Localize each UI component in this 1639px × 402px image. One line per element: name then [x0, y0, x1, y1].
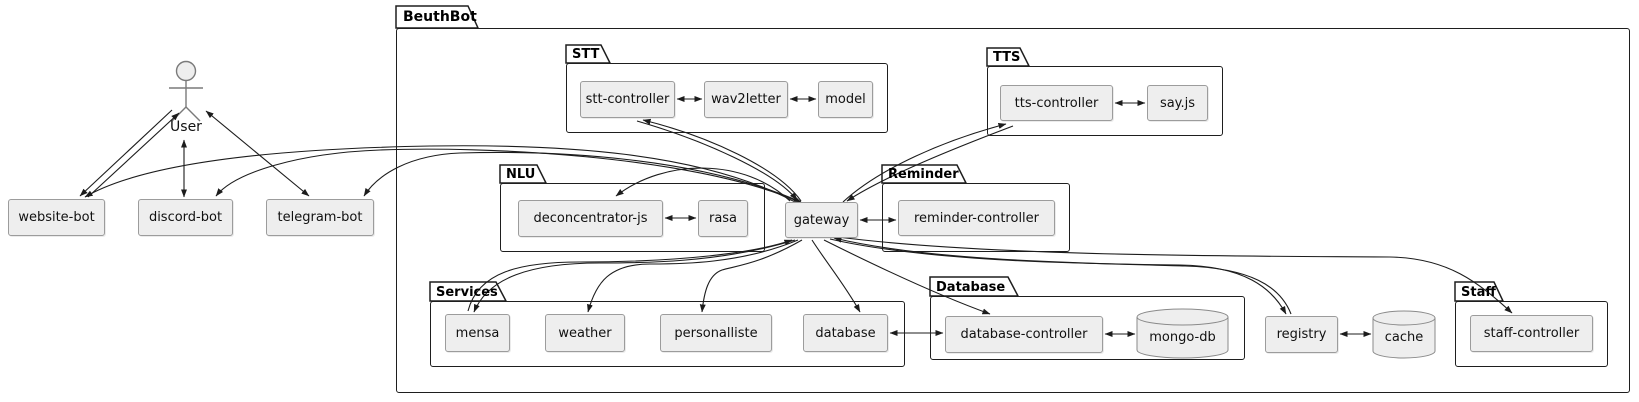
- node-telegram-bot: telegram-bot: [266, 199, 374, 236]
- node-model: model: [818, 81, 873, 118]
- package-label-beuthbot: BeuthBot: [403, 9, 477, 25]
- package-label-nlu: NLU: [506, 167, 536, 182]
- edges-gateway-backends: [467, 236, 1513, 315]
- edges-gateway-speech: [615, 118, 1014, 203]
- node-website-bot: website-bot: [8, 199, 105, 236]
- package-frame-stt: [566, 63, 888, 133]
- tab-reminder: [881, 164, 968, 184]
- user-actor-icon: [169, 60, 203, 122]
- package-frame-nlu: [500, 183, 765, 252]
- node-reminder-controller: reminder-controller: [898, 200, 1055, 236]
- mongo-db-cylinder: [1136, 308, 1229, 359]
- edges-user-bots: [79, 109, 310, 198]
- node-stt-controller: stt-controller: [580, 81, 675, 118]
- package-tabs: [395, 5, 1505, 302]
- tab-nlu: [499, 164, 548, 184]
- tab-tts: [986, 47, 1031, 67]
- node-say-js: say.js: [1147, 85, 1208, 121]
- package-label-stt: STT: [572, 47, 600, 62]
- tab-stt: [565, 44, 612, 64]
- node-personalliste: personalliste: [660, 314, 772, 352]
- node-rasa: rasa: [698, 200, 748, 237]
- cache-cylinder: [1372, 310, 1436, 359]
- node-gateway: gateway: [785, 202, 858, 238]
- package-frame-staff: [1455, 301, 1608, 367]
- edges-horizontal: [664, 96, 1372, 337]
- package-frame-tts: [987, 66, 1223, 136]
- package-label-reminder: Reminder: [888, 167, 959, 182]
- node-wav2letter: wav2letter: [704, 81, 788, 118]
- node-mongo-db-label: mongo-db: [1149, 330, 1216, 345]
- package-frame-beuthbot: [396, 28, 1630, 393]
- tab-staff: [1454, 281, 1505, 302]
- node-discord-bot: discord-bot: [138, 199, 233, 236]
- package-label-staff: Staff: [1461, 285, 1496, 300]
- node-registry: registry: [1265, 316, 1338, 353]
- node-tts-controller: tts-controller: [1000, 85, 1113, 121]
- edges-gateway-bots: [84, 145, 802, 203]
- tab-services: [429, 281, 508, 302]
- node-weather: weather: [545, 314, 625, 352]
- node-deconcentrator-js: deconcentrator-js: [518, 200, 663, 237]
- node-staff-controller: staff-controller: [1470, 315, 1593, 352]
- package-label-tts: TTS: [993, 50, 1021, 65]
- package-label-services: Services: [436, 285, 498, 300]
- node-mensa: mensa: [445, 314, 510, 352]
- node-database-controller: database-controller: [945, 316, 1103, 353]
- node-cache-label: cache: [1384, 330, 1424, 345]
- package-label-database: Database: [936, 280, 1006, 295]
- package-frame-database: [930, 296, 1245, 360]
- user-actor-label: User: [170, 119, 202, 135]
- tab-beuthbot: [395, 5, 480, 29]
- node-database: database: [803, 314, 888, 352]
